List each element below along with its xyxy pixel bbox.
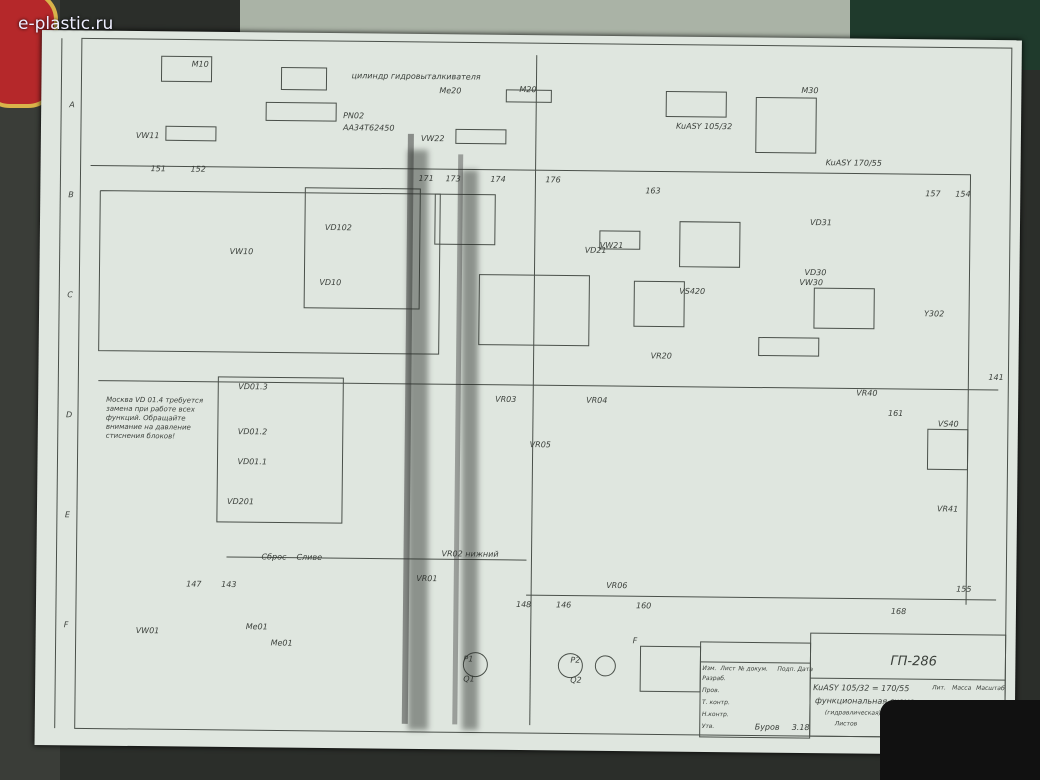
component-label: VW01: [135, 626, 160, 636]
title-block-row-label: Т. контр.: [701, 698, 730, 707]
drawing-subtitle: (гидравлическая): [824, 709, 882, 717]
component-label: 173: [445, 174, 461, 184]
hydraulic-schematic: [54, 37, 1013, 739]
component-label: VD30: [804, 267, 827, 278]
component-label: VD31: [809, 218, 832, 228]
row-letter: E: [64, 510, 71, 520]
component-label: VW30: [799, 277, 824, 288]
component-label: 157: [925, 189, 941, 199]
component-label: AA34T62450: [342, 123, 395, 133]
component-label: 161: [887, 408, 904, 419]
component-label: VR20: [650, 351, 672, 361]
title-block-column-header: Подп.: [777, 665, 796, 673]
title-block-column-header: Дата: [797, 665, 813, 674]
component-label: VR06: [606, 580, 628, 591]
title-block-column-header: Изм.: [702, 664, 717, 673]
component-label: VR40: [856, 388, 878, 398]
title-block-column-header: Лист: [720, 665, 736, 673]
component-label: 155: [956, 584, 972, 594]
sheets-label: Листов: [834, 720, 858, 728]
component-label: Me01: [245, 622, 268, 632]
component-label: 160: [635, 601, 652, 611]
row-letter: C: [67, 290, 73, 300]
component-label: Me20: [439, 86, 462, 96]
component-label: 168: [890, 606, 907, 617]
component-label: VW11: [135, 130, 160, 141]
component-label: Сброс: [261, 552, 287, 562]
row-letter: A: [69, 100, 75, 110]
machine-model: KuASY 105/32 = 170/55: [813, 683, 910, 694]
title-block-row-label: Н.контр.: [701, 710, 729, 719]
component-label: VD21: [584, 245, 607, 255]
component-label: VR04: [586, 395, 608, 405]
author: Буров: [754, 722, 780, 732]
component-label: M30: [801, 85, 819, 96]
component-label: 143: [221, 579, 237, 590]
component-label: VD10: [319, 277, 342, 288]
title-block-right-header: Лит.: [932, 684, 947, 692]
component-label: VR03: [495, 394, 517, 404]
component-label: VW10: [229, 246, 254, 257]
title-block-row-label: Утв.: [701, 722, 715, 731]
ink-smudge: [462, 170, 478, 730]
title-block-row-label: Разраб.: [702, 674, 726, 683]
component-label: 147: [186, 579, 202, 589]
component-label: M20: [519, 85, 537, 95]
component-label: KuASY 105/32: [675, 121, 733, 132]
component-label: Me01: [270, 638, 293, 648]
component-label: VD102: [324, 222, 352, 233]
title-block-row-label: Пров.: [702, 686, 720, 695]
component-label: KuASY 170/55: [825, 158, 882, 168]
row-letter: D: [65, 410, 73, 420]
drawing-number: ГП-286: [890, 653, 938, 670]
component-label: 141: [988, 372, 1004, 383]
component-label: цилиндр гидровыталкивателя: [351, 71, 481, 82]
component-label: 146: [555, 600, 572, 610]
warning-note: Москва VD 01.4 требуется замена при рабо…: [105, 395, 204, 441]
component-label: VS420: [679, 286, 706, 296]
row-letter: F: [63, 620, 69, 630]
row-letter: B: [68, 190, 74, 200]
component-label: VD201: [227, 496, 255, 507]
title-block-right-header: Масса: [952, 684, 972, 692]
title-block-column-header: № докум.: [738, 665, 768, 673]
title-block-right-header: Масштаб: [976, 684, 1005, 693]
component-label: VD01.2: [237, 427, 268, 437]
component-label: VD01.3: [238, 382, 268, 392]
component-label: 154: [955, 189, 971, 199]
component-label: 152: [190, 164, 206, 174]
component-label: F: [632, 636, 638, 646]
date: 3.18: [791, 722, 810, 733]
component-label: 151: [150, 164, 166, 174]
component-label: 176: [545, 175, 561, 185]
component-label: PN02: [343, 111, 365, 121]
component-label: 174: [490, 174, 506, 184]
component-label: P2: [570, 655, 581, 665]
component-label: Сливе: [296, 552, 323, 562]
component-label: VR05: [529, 440, 551, 450]
component-label: Y302: [924, 309, 945, 319]
watermark: e-plastic.ru: [18, 14, 114, 34]
component-label: VW22: [420, 133, 445, 144]
component-label: VR41: [936, 504, 959, 514]
ink-smudge: [408, 150, 428, 730]
component-label: VD01.1: [237, 457, 267, 467]
component-label: VS40: [937, 419, 959, 429]
component-label: M10: [191, 59, 209, 69]
black-object: [880, 700, 1040, 780]
component-label: Q2: [570, 675, 582, 685]
component-label: 163: [645, 186, 661, 196]
component-label: 148: [515, 599, 532, 610]
